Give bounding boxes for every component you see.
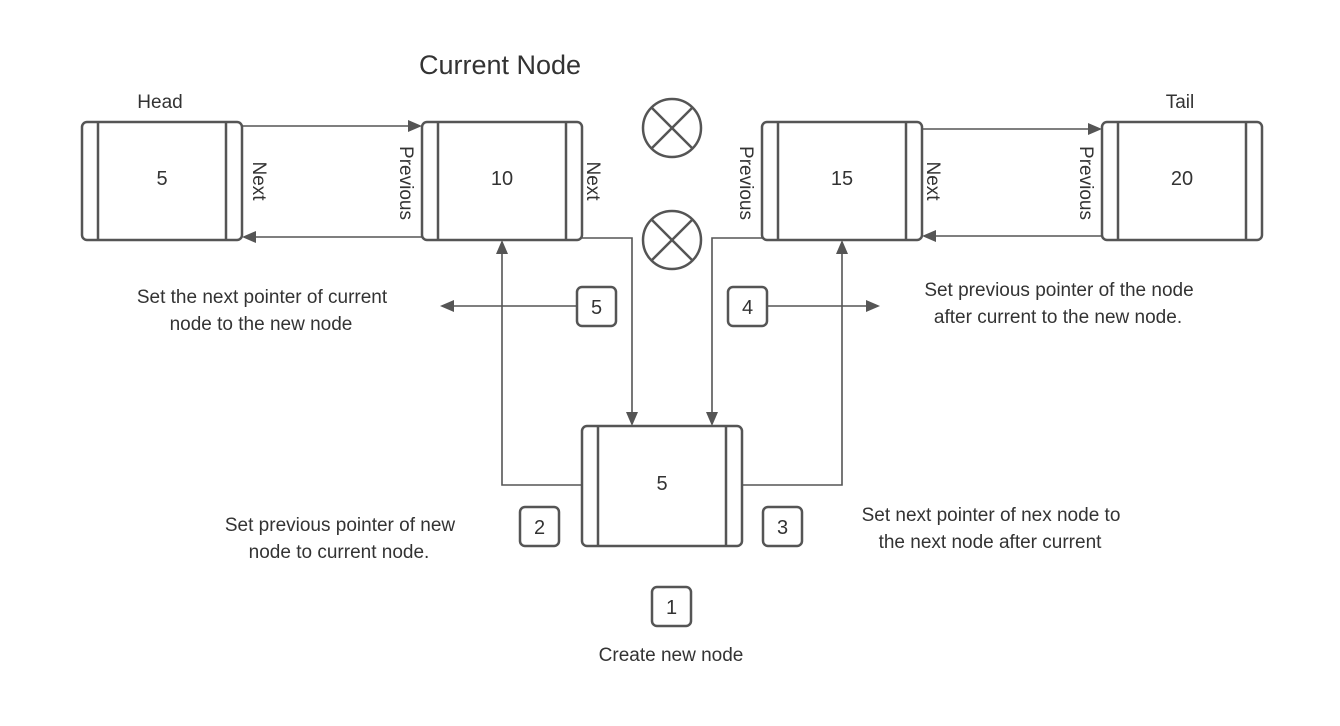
- step-2-number: 2: [534, 517, 545, 539]
- tail-label: Tail: [1166, 92, 1195, 113]
- node-tail: [1100, 120, 1264, 242]
- step-3-number: 3: [777, 517, 788, 539]
- current-next-label: Next: [582, 161, 603, 201]
- node-after-current-value: 15: [831, 168, 853, 190]
- step-3-text-line-2: the next node after current: [879, 532, 1103, 553]
- head-label: Head: [137, 92, 182, 113]
- step-4-text-line-1: Set previous pointer of the node: [924, 280, 1193, 301]
- step-2-text-line-1: Set previous pointer of new: [225, 515, 456, 536]
- broken-link-icon: [641, 209, 703, 271]
- step-badge-4: 4: [726, 285, 769, 328]
- diagram-title: Current Node: [419, 50, 581, 80]
- step-badge-2: 2: [518, 505, 561, 548]
- step-1-number: 1: [666, 597, 677, 619]
- broken-link-icon: [641, 97, 703, 159]
- current-next-to-new-arrow: [582, 237, 638, 426]
- step-badge-3: 3: [761, 505, 804, 548]
- step-4-text-line-2: after current to the new node.: [934, 307, 1182, 328]
- after-next-label: Next: [922, 161, 943, 201]
- step-1-text: Create new node: [599, 645, 744, 666]
- new-next-to-after-arrow: [742, 240, 848, 486]
- current-previous-label: Previous: [395, 146, 416, 220]
- step-5-text-line-2: node to the new node: [170, 314, 353, 335]
- new-previous-to-current-arrow: [496, 240, 582, 486]
- node-new-value: 5: [656, 473, 667, 495]
- node-tail-value: 20: [1171, 168, 1193, 190]
- node-current-value: 10: [491, 168, 513, 190]
- tail-previous-label: Previous: [1075, 146, 1096, 220]
- after-previous-label: Previous: [735, 146, 756, 220]
- after-previous-to-new-arrow: [706, 237, 762, 426]
- head-next-label: Next: [248, 161, 269, 201]
- step-5-text-line-1: Set the next pointer of current: [137, 287, 388, 308]
- node-new: [580, 424, 744, 548]
- step-3-text-line-1: Set next pointer of nex node to: [862, 505, 1121, 526]
- step-badge-5: 5: [575, 285, 618, 328]
- node-head: [80, 120, 244, 242]
- node-head-value: 5: [156, 168, 167, 190]
- step-badge-1: 1: [650, 585, 693, 628]
- step-4-number: 4: [742, 297, 753, 319]
- step-2-text-line-2: node to current node.: [249, 542, 430, 563]
- step-5-number: 5: [591, 297, 602, 319]
